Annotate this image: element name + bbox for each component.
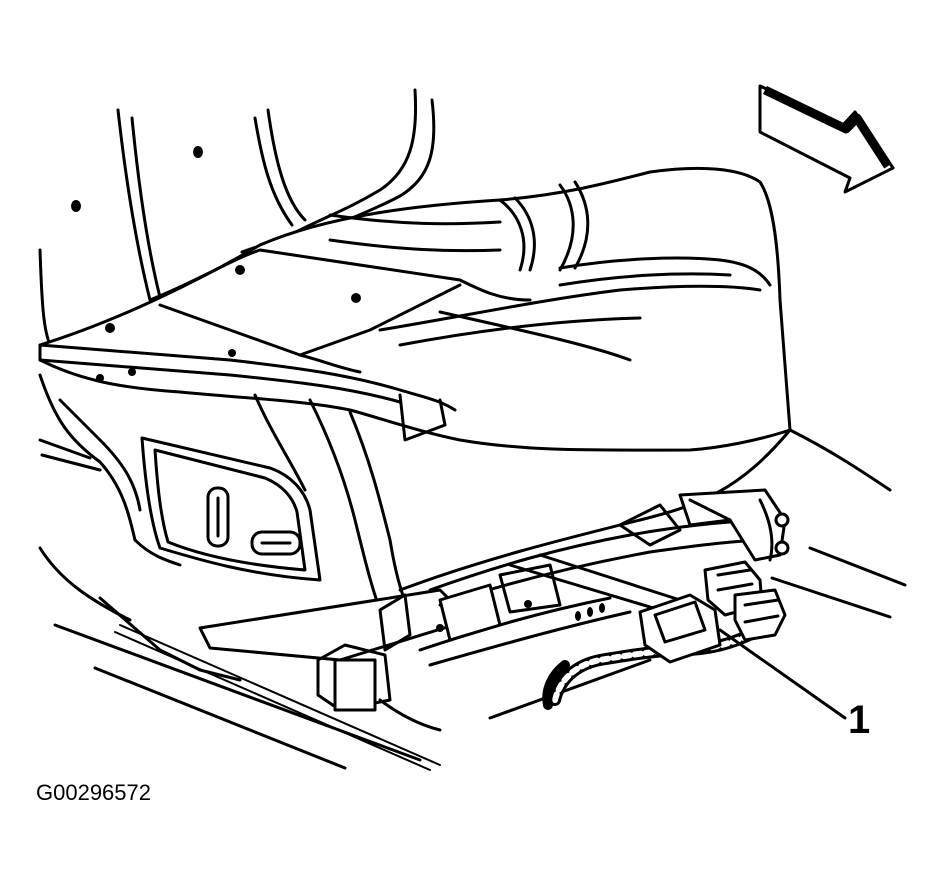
forward-arrow-icon <box>758 84 895 194</box>
seat-track-frame <box>198 488 790 732</box>
seat-cushion <box>38 166 792 452</box>
wiring-harness <box>542 624 766 710</box>
seat-side-panel <box>38 373 892 617</box>
electrical-connector <box>638 560 787 664</box>
figure-id: G00296572 <box>36 780 151 805</box>
callout-label-1: 1 <box>848 698 871 742</box>
callout-leader-1 <box>718 628 847 720</box>
seat-control-panel <box>140 436 322 582</box>
floor-lines <box>38 546 907 771</box>
